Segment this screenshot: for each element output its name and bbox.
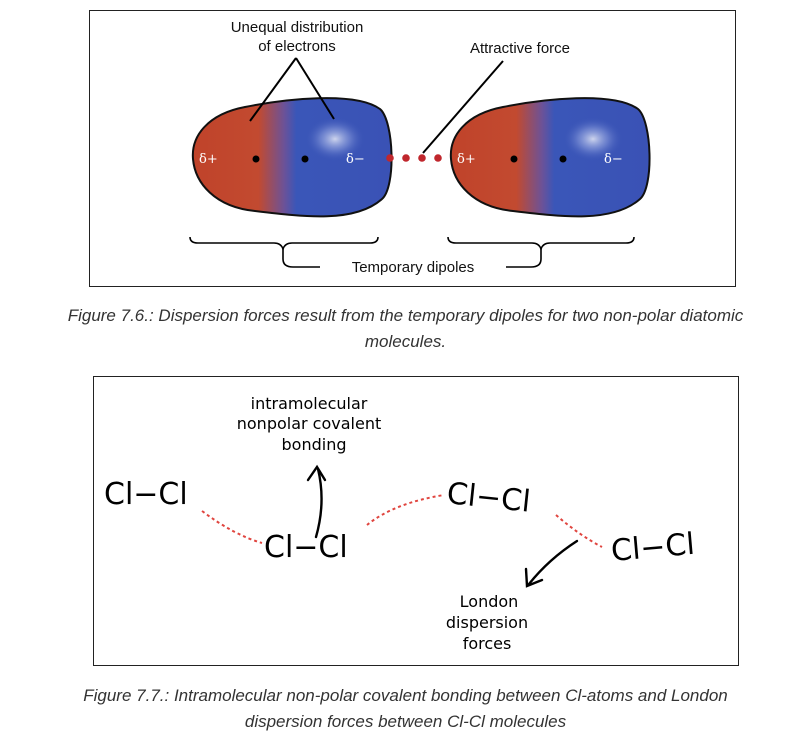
attractive-force-dots (386, 154, 442, 162)
london-dispersion-label: London dispersion forces (446, 592, 528, 653)
dispersion-diagram: δ+ δ− δ+ δ− Unequal distribution of el (189, 19, 651, 276)
right-delta-minus: δ− (604, 152, 623, 167)
left-atom-nucleus-1 (252, 155, 260, 163)
svg-text:dispersion: dispersion (446, 613, 528, 632)
left-delta-plus: δ+ (199, 152, 218, 167)
pointer-lines (249, 57, 504, 154)
caption-line: molecules. (364, 332, 447, 351)
attractive-force-label: Attractive force (470, 40, 570, 57)
cl2-bonding-panel: intramolecular nonpolar covalent bonding… (93, 376, 739, 666)
temporary-dipoles-label: Temporary dipoles (352, 259, 475, 276)
right-atom-nucleus-1 (510, 155, 518, 163)
caption-line: Figure 7.6.: Dispersion forces result fr… (67, 306, 744, 325)
caption-line: dispersion forces between Cl-Cl molecule… (244, 712, 567, 731)
unequal-distribution-label-line1: Unequal distribution (231, 19, 364, 36)
intramolecular-label: intramolecular nonpolar covalent bonding (237, 394, 382, 454)
svg-text:London: London (460, 592, 519, 611)
left-atom-nucleus-2 (301, 155, 309, 163)
right-atom-nucleus-2 (559, 155, 567, 163)
svg-text:bonding: bonding (282, 435, 347, 454)
cl2-molecule-4: Cl−Cl (610, 527, 696, 569)
cl2-molecule-3: Cl−Cl (445, 476, 532, 520)
cl2-molecule-2: Cl−Cl (264, 530, 348, 565)
unequal-distribution-label-line2: of electrons (258, 38, 336, 55)
svg-text:forces: forces (463, 634, 512, 653)
dispersion-force-links (201, 494, 603, 548)
dipole-braces (189, 236, 635, 268)
figure-7-7-caption: Figure 7.7.: Intramolecular non-polar co… (0, 683, 811, 735)
right-delta-plus: δ+ (457, 152, 476, 167)
right-dipole-molecule: δ+ δ− (449, 97, 651, 218)
left-delta-minus: δ− (346, 152, 365, 167)
dispersion-diagram-panel: δ+ δ− δ+ δ− Unequal distribution of el (89, 10, 736, 287)
svg-text:nonpolar covalent: nonpolar covalent (237, 414, 382, 433)
left-dipole-molecule: δ+ δ− (191, 97, 393, 218)
caption-line: Figure 7.7.: Intramolecular non-polar co… (83, 686, 728, 705)
figure-7-6-caption: Figure 7.6.: Dispersion forces result fr… (0, 303, 811, 355)
cl2-bonding-diagram: intramolecular nonpolar covalent bonding… (104, 394, 696, 653)
pointer-arrows (306, 464, 579, 588)
cl2-molecule-1: Cl−Cl (104, 477, 188, 512)
svg-text:intramolecular: intramolecular (251, 394, 368, 413)
